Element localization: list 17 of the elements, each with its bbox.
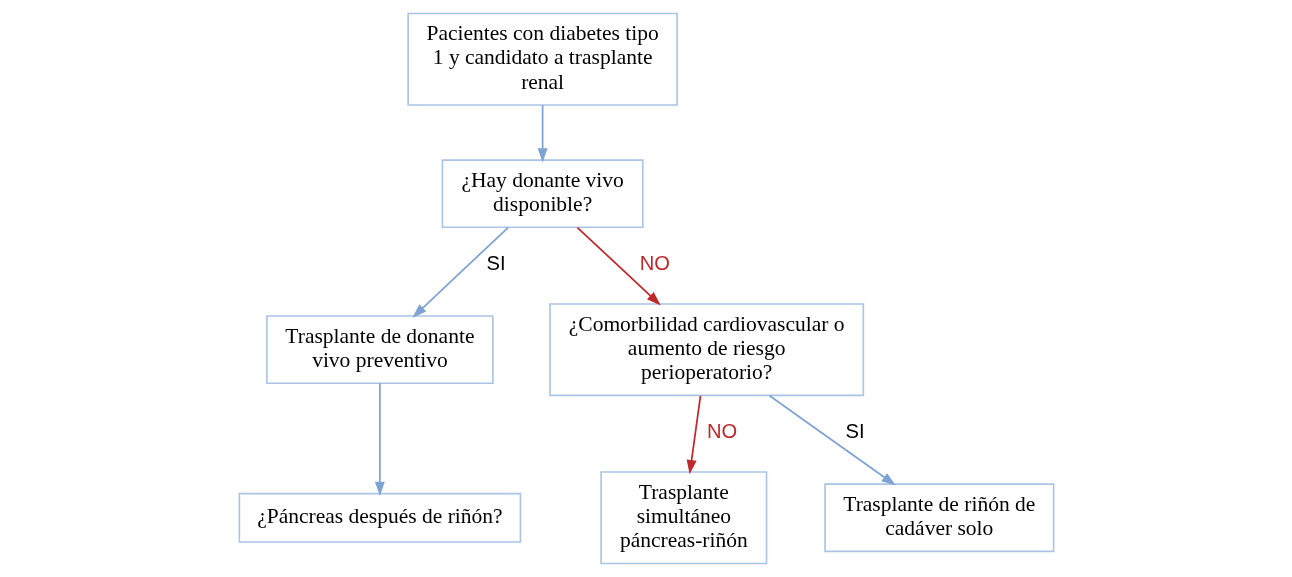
edge-label: SI xyxy=(845,420,865,443)
arrow xyxy=(537,104,548,163)
edge-label: NO xyxy=(706,420,737,443)
edge-label: SI xyxy=(486,252,506,275)
arrow xyxy=(576,226,661,306)
arrow xyxy=(411,226,509,318)
node-box: ¿Comorbilidad cardiovascular o aumento de riesgo perioperatorio? xyxy=(548,303,864,397)
node-box: Trasplante de donante vivo preventivo xyxy=(265,315,494,385)
edge-label: NO xyxy=(639,252,670,275)
node-box: Pacientes con diabetes tipo 1 y candidato a trasplante renal xyxy=(406,12,678,106)
arrow xyxy=(374,382,385,496)
node-box: Trasplante simultáneo páncreas-riñón xyxy=(599,471,767,565)
arrow xyxy=(686,394,701,475)
arrow xyxy=(768,394,896,486)
node-box: ¿Hay donante vivo disponible? xyxy=(441,159,644,229)
node-box: ¿Páncreas después de riñón? xyxy=(238,492,521,543)
node-box: Trasplante de riñón de cadáver solo xyxy=(823,483,1054,553)
